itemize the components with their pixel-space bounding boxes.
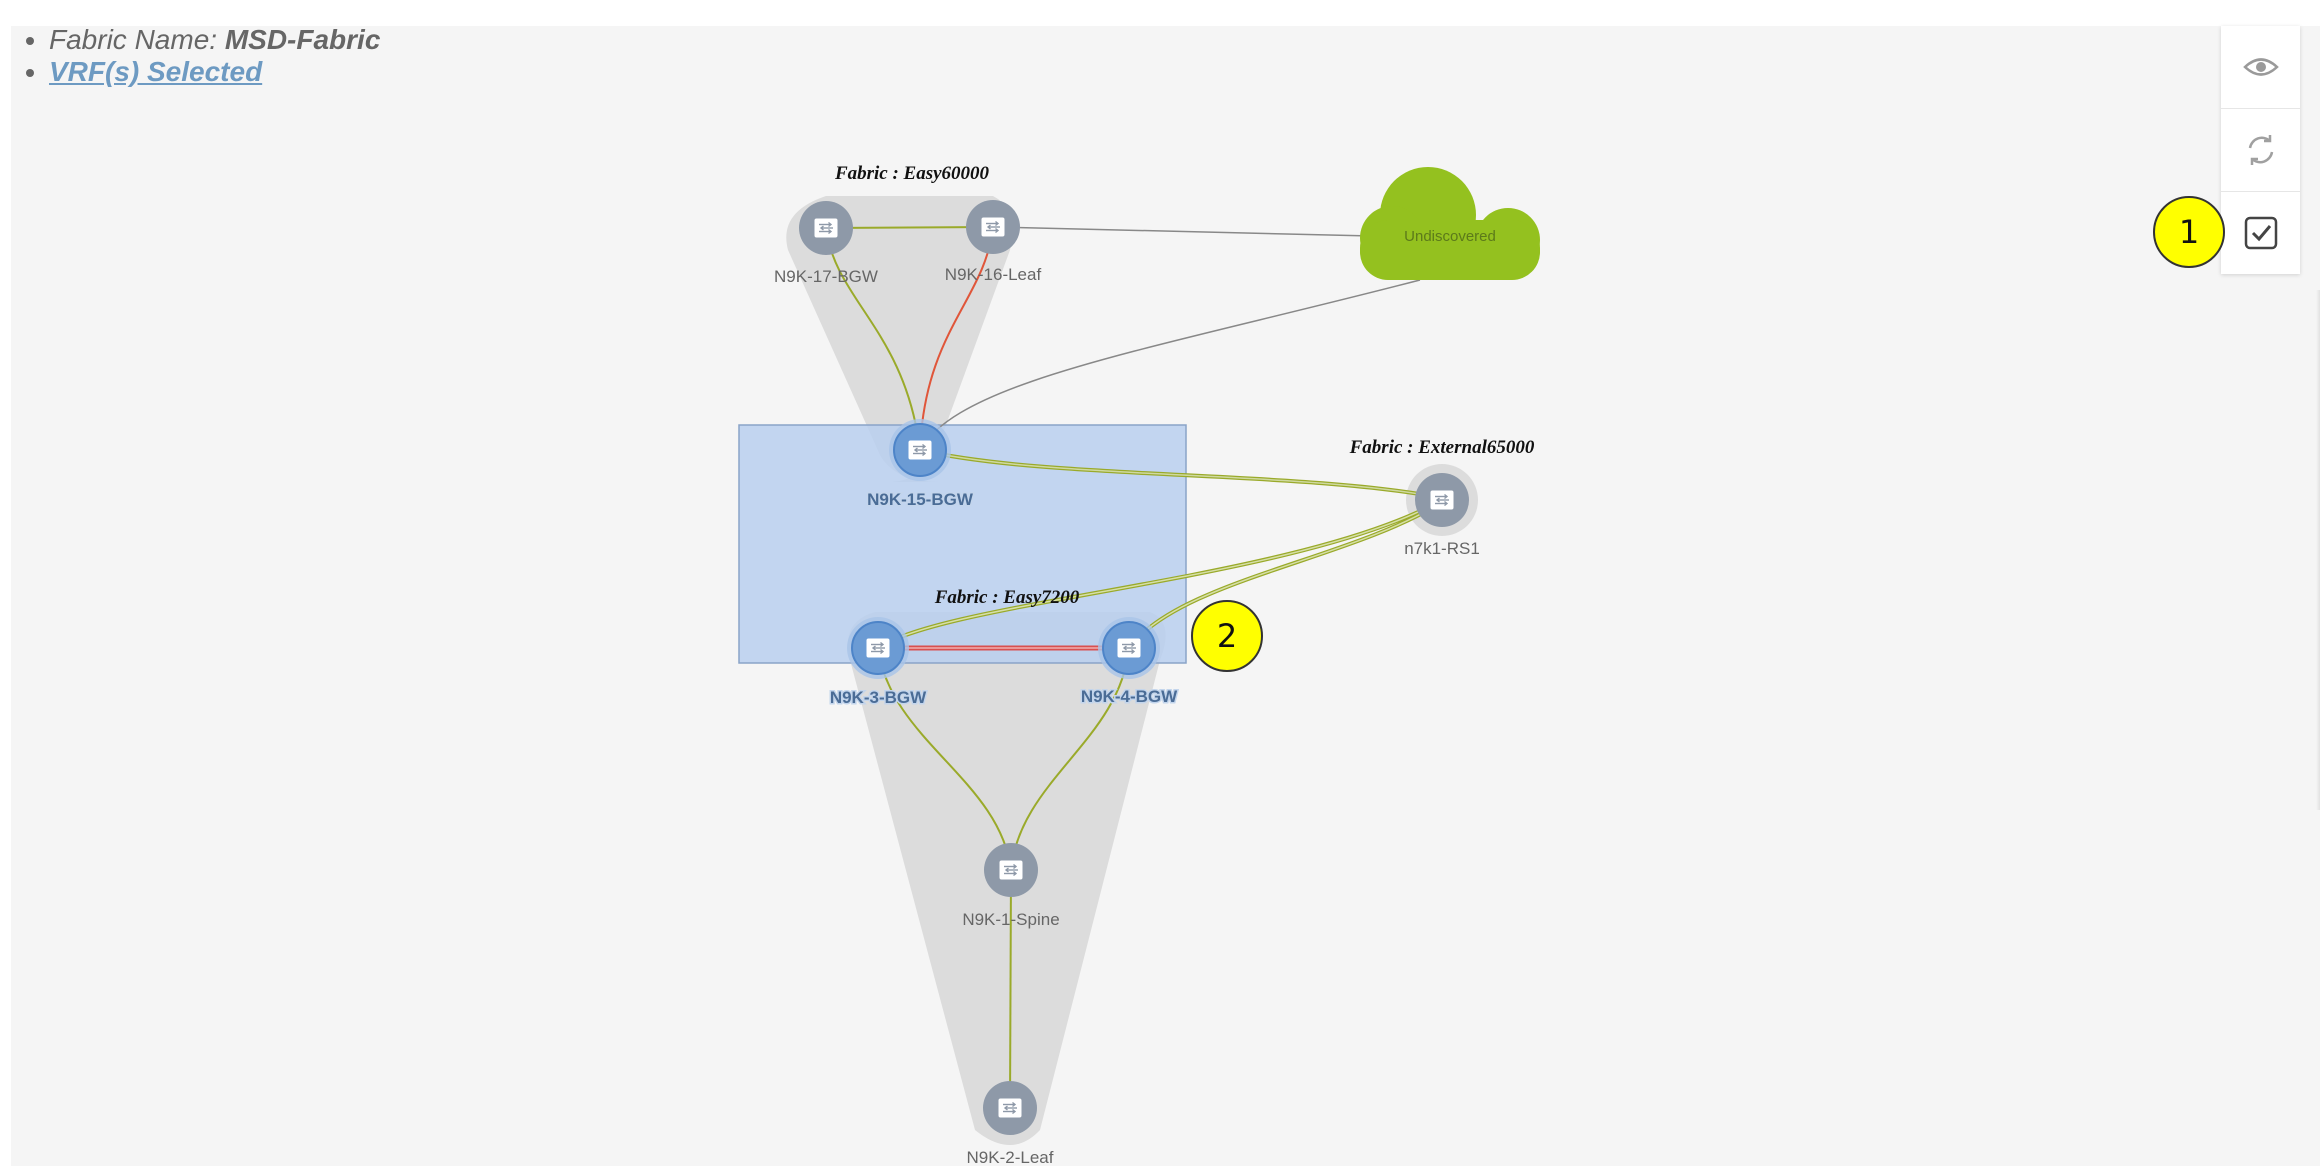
node-n9k-3-bgw[interactable]: N9K-3-BGW — [828, 617, 929, 709]
node-n9k-16-leaf[interactable]: N9K-16-Leaf — [945, 200, 1042, 284]
eye-icon — [2242, 58, 2279, 76]
view-toggle-button[interactable] — [2221, 26, 2300, 109]
node-label: N9K-15-BGW — [867, 490, 974, 509]
cloud-label: Undiscovered — [1404, 228, 1496, 245]
node-n9k-4-bgw[interactable]: N9K-4-BGW — [1079, 617, 1180, 708]
fabric-label-external65000: Fabric : External65000 — [1349, 437, 1535, 458]
node-label: N9K-3-BGW — [830, 688, 927, 707]
node-label: n7k1-RS1 — [1404, 539, 1480, 558]
fabric-name-item: Fabric Name: MSD-Fabric — [49, 24, 380, 56]
fabric-label-easy7200: Fabric : Easy7200 — [934, 587, 1080, 608]
vrf-selected-link[interactable]: VRF(s) Selected — [49, 56, 263, 87]
callout-badge-1: 1 — [2153, 196, 2225, 268]
node-label: N9K-4-BGW — [1081, 687, 1178, 706]
node-n9k-17-bgw[interactable]: N9K-17-BGW — [774, 201, 878, 286]
side-panel-edge — [2316, 290, 2320, 810]
callout-badge-2: 2 — [1191, 600, 1263, 672]
refresh-button[interactable] — [2221, 109, 2300, 192]
fabric-info-list: Fabric Name: MSD-Fabric VRF(s) Selected — [0, 24, 380, 88]
node-label: N9K-16-Leaf — [945, 265, 1042, 284]
topology-toolbar — [2221, 26, 2300, 274]
node-label: N9K-2-Leaf — [967, 1148, 1054, 1167]
links — [825, 226, 1444, 1109]
fabric-name-value: MSD-Fabric — [224, 24, 381, 55]
checkbox-icon — [2244, 216, 2277, 250]
refresh-icon — [2248, 135, 2273, 165]
fabric-easy60000-hull — [786, 196, 1013, 482]
vrf-selected-item: VRF(s) Selected — [49, 56, 380, 88]
fabric-label-easy60000: Fabric : Easy60000 — [834, 163, 990, 184]
node-n9k-15-bgw[interactable]: N9K-15-BGW — [866, 419, 975, 511]
undiscovered-cloud[interactable]: Undiscovered — [1360, 167, 1540, 280]
select-checkbox-button[interactable] — [2221, 192, 2300, 274]
node-label: N9K-1-Spine — [962, 910, 1059, 929]
fabric-name-label: Fabric Name: — [49, 24, 225, 55]
node-n7k1-rs1[interactable]: n7k1-RS1 — [1404, 473, 1480, 558]
node-label: N9K-17-BGW — [774, 267, 878, 286]
node-n9k-2-leaf[interactable]: N9K-2-Leaf — [967, 1081, 1054, 1167]
node-n9k-1-spine[interactable]: N9K-1-Spine — [962, 843, 1060, 929]
